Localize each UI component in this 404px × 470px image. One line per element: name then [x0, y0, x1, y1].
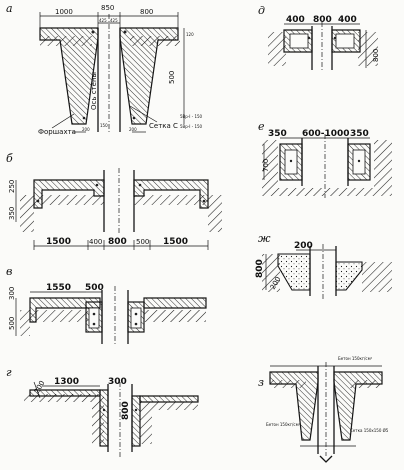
panel-v-dim-300: 300 — [8, 287, 16, 300]
panel-v-right-slab — [143, 297, 207, 309]
panel-g-right-slab — [139, 395, 199, 403]
panel-v-ground-right — [144, 310, 206, 322]
panel-z-break-mark — [319, 455, 333, 463]
panel-a-right-beam — [119, 27, 179, 125]
panel-g-dim-300: 300 — [108, 377, 127, 387]
panel-a-dim-425-right: 425 — [110, 18, 118, 23]
panel-b-dim-1500-left: 1500 — [46, 237, 71, 247]
panel-g-ground-left — [24, 394, 104, 444]
panel-v-ground-left — [20, 310, 88, 336]
panel-g-ground-right — [140, 402, 198, 444]
panel-a-letter: а — [6, 2, 13, 15]
panel-b-ground-right — [134, 195, 222, 232]
panel-b-right-slab — [133, 179, 209, 209]
panel-b-dim-400: 400 — [89, 238, 102, 246]
panel-z: з Бетон 150кг/см² Бетон 150кг/см² Сетка … — [258, 356, 389, 463]
panel-d-dim-400-right: 400 — [338, 15, 357, 25]
panel-e-dim-350-right: 350 — [350, 129, 369, 139]
panel-d: д 400 800 400 800 — [258, 4, 380, 72]
panel-z-left-beam — [269, 371, 319, 441]
panel-b-dim-500: 500 — [136, 238, 149, 246]
panel-a-formwork-label: Форшахта — [38, 128, 76, 136]
panel-zh-right-concrete — [335, 261, 363, 291]
panel-v-dim-500-side: 500 — [8, 317, 16, 330]
panel-a-dim-850: 850 — [101, 4, 114, 12]
panel-a: а 1000 850 800 425 425 120 500 150 — [6, 2, 203, 136]
panel-a-rebar — [132, 116, 136, 120]
panel-a-rebar — [123, 30, 127, 34]
panel-v-dim-1550: 1550 — [46, 283, 71, 293]
panel-a-dim-800: 800 — [140, 8, 153, 16]
panel-b-dim-800: 800 — [108, 237, 127, 247]
panel-a-dim-120: 120 — [186, 32, 194, 37]
panel-e: е 350 600-1000 350 700 — [258, 120, 392, 198]
panel-v-dim-500-top: 500 — [85, 283, 104, 293]
panel-z-note-left: Бетон 150кг/см² — [266, 422, 301, 427]
panel-g: г 1300 300 200 800 — [6, 366, 199, 458]
panel-d-dim-800-top: 800 — [313, 15, 332, 25]
panel-v-letter: в — [6, 265, 12, 278]
panel-z-right-beam — [333, 371, 383, 441]
panel-z-note-top: Бетон 150кг/см² — [338, 356, 373, 361]
panel-a-dim-200-right: 200 — [129, 127, 137, 132]
panel-zh-dim-200-top: 200 — [294, 241, 313, 251]
panel-b-dim-1500-right: 1500 — [163, 237, 188, 247]
panel-d-dim-800-side: 800 — [372, 49, 380, 62]
panel-b-dim-350: 350 — [8, 207, 16, 220]
panel-a-mesh-spec-1: 5Bp-I - 150 — [180, 114, 203, 119]
panel-d-letter: д — [258, 4, 265, 17]
panel-b-dim-250: 250 — [8, 180, 16, 193]
panel-a-dim-1000: 1000 — [55, 8, 73, 16]
panel-a-mesh-label: Сетка С — [149, 122, 178, 130]
panel-e-dim-350-left: 350 — [268, 129, 287, 139]
panel-g-left-wall — [99, 389, 109, 447]
panel-g-dim-1300: 1300 — [54, 377, 79, 387]
panel-a-rebar — [82, 116, 86, 120]
panel-e-dim-700: 700 — [262, 159, 270, 172]
panel-g-letter: г — [6, 366, 12, 379]
panel-v: в 1550 500 300 500 — [6, 265, 207, 346]
panel-b-letter: б — [6, 152, 13, 165]
panel-a-mesh-spec-2: 5Bp-I - 150 — [180, 124, 203, 129]
panel-a-rebar — [91, 30, 95, 34]
panel-g-right-wall — [131, 395, 141, 447]
panel-b: б 250 350 1500 400 800 500 1500 — [6, 152, 222, 250]
panel-a-dim-150: 150 — [100, 123, 108, 128]
panel-e-letter: е — [258, 120, 265, 133]
panel-zh-letter: ж — [258, 232, 271, 245]
panel-d-dim-400-left: 400 — [286, 15, 305, 25]
panel-zh-dim-800: 800 — [255, 259, 265, 278]
panel-z-letter: з — [258, 376, 264, 389]
panel-a-dim-200-left: 200 — [82, 127, 90, 132]
panel-z-note-right: Сетка 150x150 Ø5 — [350, 428, 389, 433]
panel-g-dim-800: 800 — [121, 401, 131, 420]
panel-a-axis-label: Ось стены — [90, 72, 98, 110]
panel-zh: ж 200 800 200 — [255, 232, 392, 300]
panel-e-dim-600-1000: 600-1000 — [302, 129, 350, 139]
panel-a-dim-425-left: 425 — [99, 18, 107, 23]
panel-v-left-slab — [29, 297, 101, 323]
panel-a-dim-500: 500 — [168, 71, 176, 84]
panel-zh-left-concrete — [277, 253, 311, 291]
panel-b-ground-left — [20, 195, 104, 232]
